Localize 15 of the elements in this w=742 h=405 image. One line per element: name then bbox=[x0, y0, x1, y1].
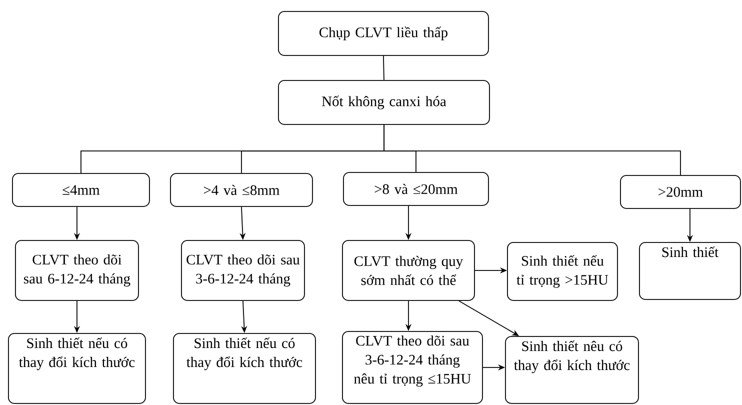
flow-box: Sinh thiết nếu tỉ trọng >15HU bbox=[507, 242, 618, 301]
flow-box: >4 và ≤8mm bbox=[170, 173, 313, 207]
flow-box: ≤4mm bbox=[12, 173, 150, 207]
flow-box: Sinh thiết nếu có thay đổi kích thước bbox=[8, 333, 146, 404]
flow-box: Sinh thiết nêu có thay đổi kích thước bbox=[505, 336, 639, 404]
flow-box: CLVT theo dõi sau 3-6-12-24 tháng bbox=[181, 240, 305, 301]
flow-box: Sinh thiết nếu có thay đổi kích thước bbox=[173, 333, 316, 404]
flow-box: CLVT thường quy sớm nhất có thể bbox=[342, 240, 475, 301]
flow-box: Chụp CLVT liều thấp bbox=[278, 11, 489, 56]
flow-box: Sinh thiết bbox=[639, 242, 741, 300]
flow-box: >20mm bbox=[620, 175, 741, 209]
flow-box: CLVT theo dõi sau 6-12-24 tháng bbox=[15, 240, 139, 301]
flow-box: CLVT theo dõi sau 3-6-12-24 tháng nêu tỉ trọng ≤15HU bbox=[342, 331, 483, 404]
flow-box: Nốt không canxi hóa bbox=[278, 80, 490, 125]
flow-box: >8 và ≤20mm bbox=[343, 172, 489, 206]
